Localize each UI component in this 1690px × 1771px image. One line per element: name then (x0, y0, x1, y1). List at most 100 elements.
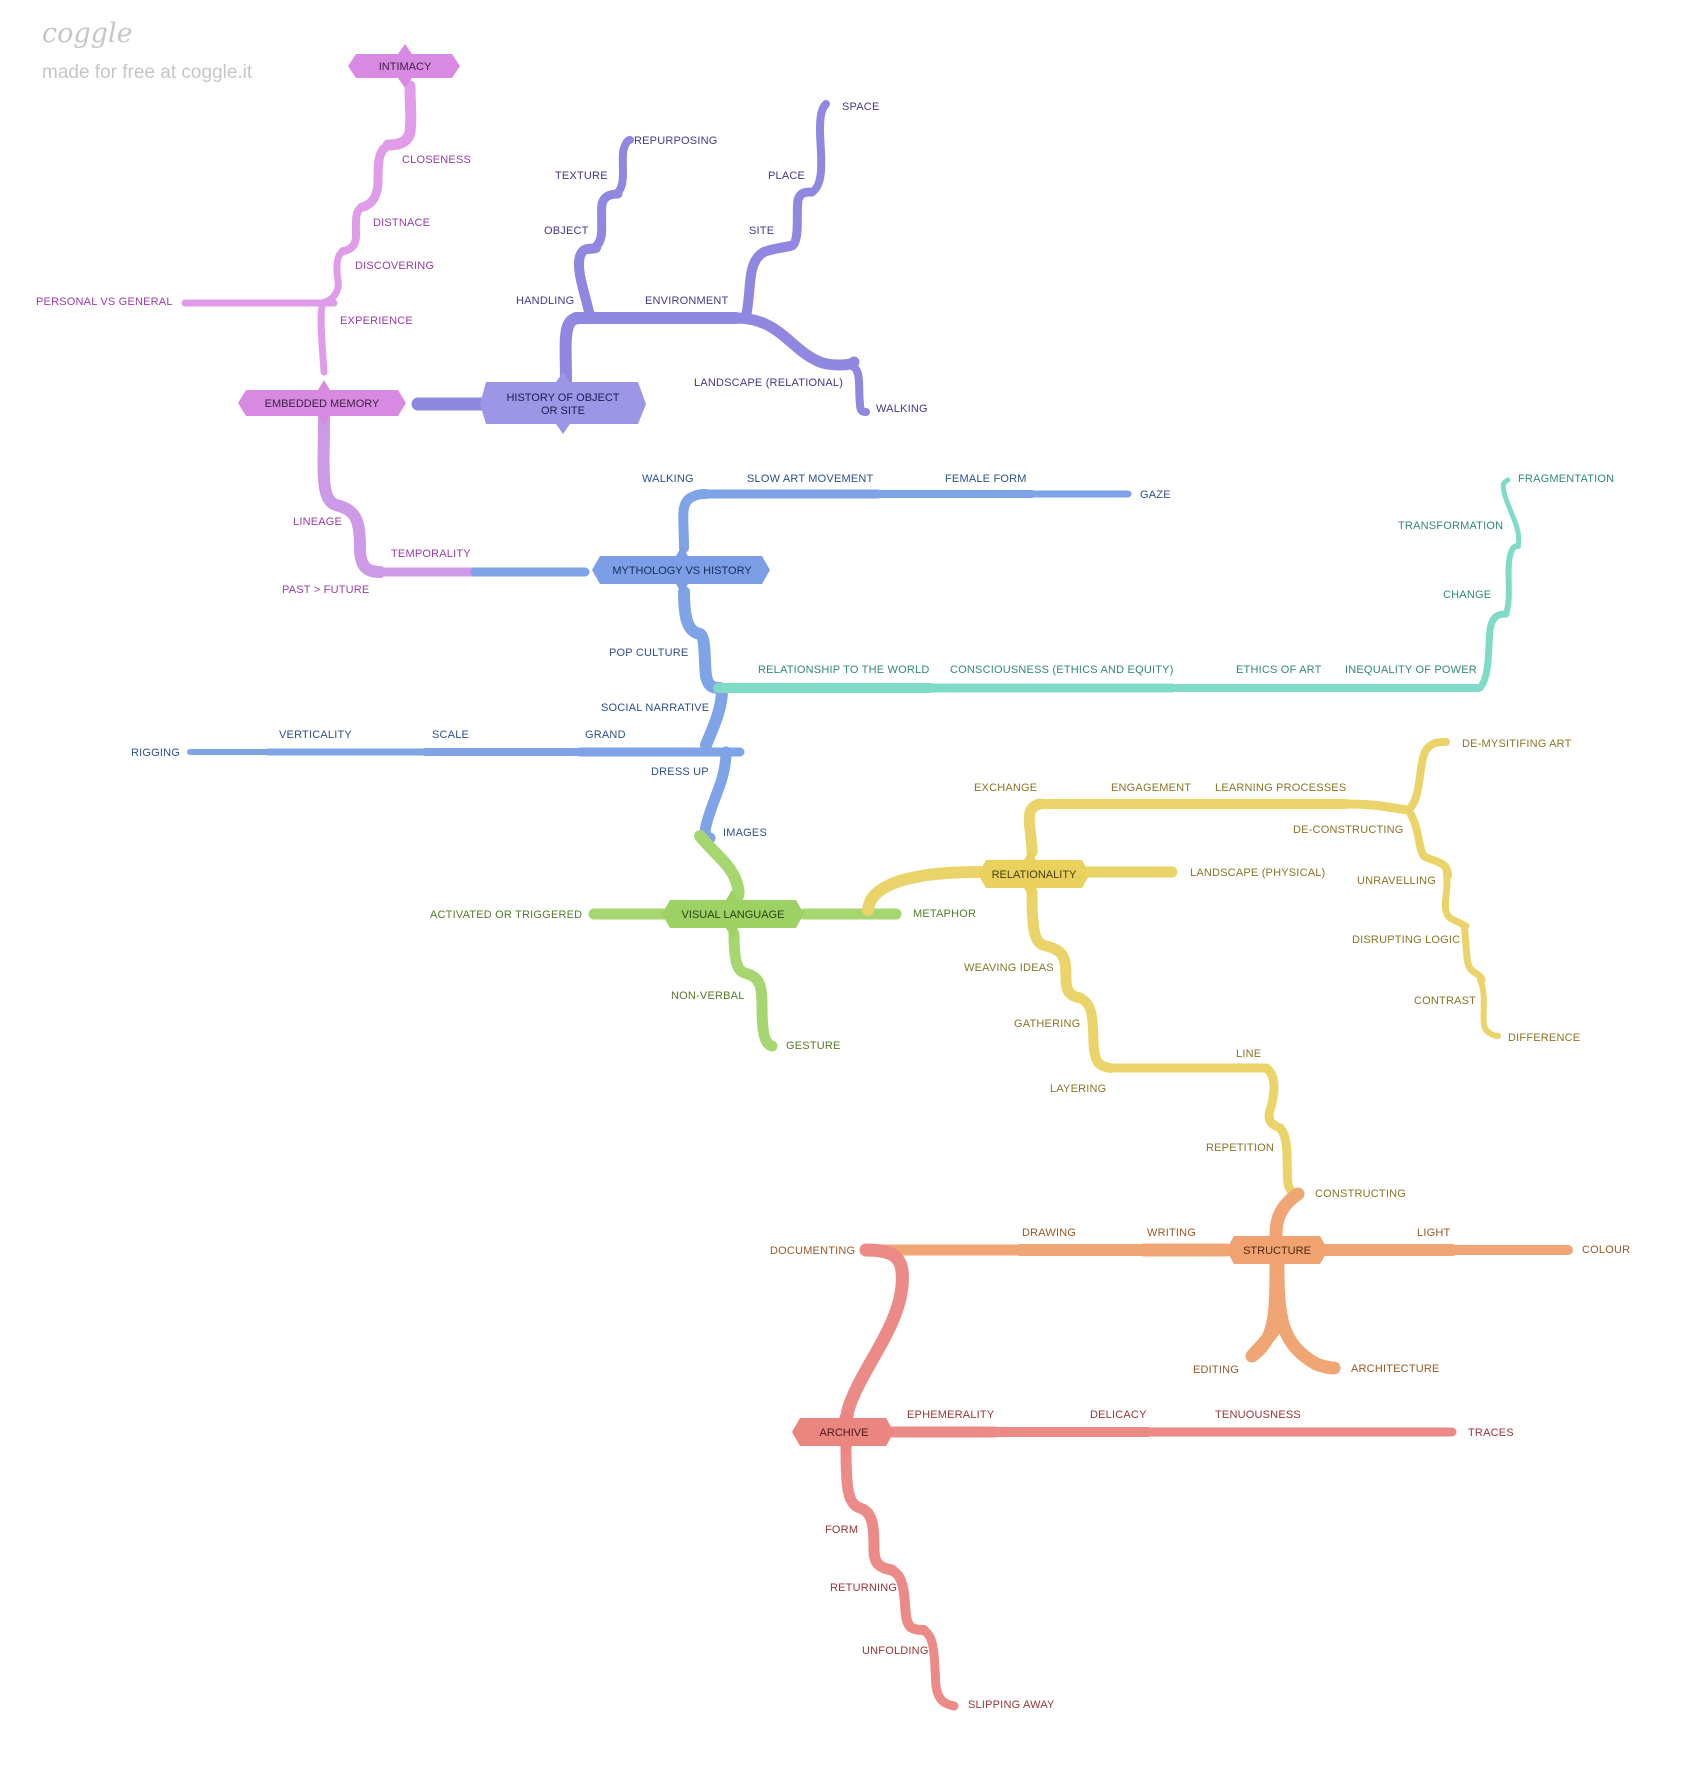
edge-handling-object (574, 243, 601, 321)
label-disrupting[interactable]: DISRUPTING LOGIC (1352, 934, 1460, 946)
label-transformation[interactable]: TRANSFORMATION (1398, 520, 1503, 532)
edge-walking-1 (848, 362, 870, 416)
label-space[interactable]: SPACE (842, 101, 879, 113)
label-lineage[interactable]: LINEAGE (293, 516, 342, 528)
node-embedded-memory[interactable]: EMBEDDED MEMORY (238, 380, 406, 426)
label-editing[interactable]: EDITING (1193, 1364, 1239, 1376)
label-learning[interactable]: LEARNING PROCESSES (1215, 782, 1346, 794)
node-visual-language[interactable]: VISUAL LANGUAGE (662, 890, 804, 938)
label-repurposing[interactable]: REPURPOSING (634, 135, 718, 147)
label-grand[interactable]: GRAND (585, 729, 626, 741)
label-social-narrative[interactable]: SOCIAL NARRATIVE (601, 702, 709, 714)
label-object[interactable]: OBJECT (544, 225, 589, 237)
node-archive[interactable]: ARCHIVE (792, 1408, 894, 1456)
node-intimacy[interactable]: INTIMACY (348, 44, 460, 88)
label-environment[interactable]: ENVIRONMENT (645, 295, 729, 307)
label-distnace[interactable]: DISTNACE (373, 217, 430, 229)
label-discovering[interactable]: DISCOVERING (355, 260, 434, 272)
label-landscape-physical[interactable]: LANDSCAPE (PHYSICAL) (1190, 867, 1325, 879)
node-visual-language-label: VISUAL LANGUAGE (682, 909, 785, 921)
node-relationality[interactable]: RELATIONALITY (978, 850, 1090, 898)
label-documenting[interactable]: DOCUMENTING (770, 1245, 855, 1257)
label-dress-up[interactable]: DRESS UP (651, 766, 709, 778)
label-site[interactable]: SITE (749, 225, 774, 237)
label-texture[interactable]: TEXTURE (555, 170, 608, 182)
edge-learning-deconstructing (1341, 799, 1413, 815)
label-colour[interactable]: COLOUR (1582, 1244, 1630, 1256)
label-inequality[interactable]: INEQUALITY OF POWER (1345, 664, 1477, 676)
edge-documenting-archive (839, 1243, 909, 1429)
label-walking-2[interactable]: WALKING (642, 473, 694, 485)
label-experience[interactable]: EXPERIENCE (340, 315, 413, 327)
label-writing[interactable]: WRITING (1147, 1227, 1196, 1239)
label-landscape-relational[interactable]: LANDSCAPE (RELATIONAL) (694, 377, 843, 389)
label-slipping-away[interactable]: SLIPPING AWAY (968, 1699, 1055, 1711)
label-unravelling[interactable]: UNRAVELLING (1357, 875, 1436, 887)
label-traces[interactable]: TRACES (1468, 1427, 1514, 1439)
label-rigging[interactable]: RIGGING (131, 747, 180, 759)
label-tenuousness[interactable]: TENUOUSNESS (1215, 1409, 1301, 1421)
label-place[interactable]: PLACE (768, 170, 805, 182)
label-repetition[interactable]: REPETITION (1206, 1142, 1274, 1154)
label-weaving[interactable]: WEAVING IDEAS (964, 962, 1054, 974)
edge-archive-form (840, 1442, 898, 1576)
node-mythology-label: MYTHOLOGY VS HISTORY (612, 565, 752, 577)
label-exchange[interactable]: EXCHANGE (974, 782, 1037, 794)
node-history[interactable]: HISTORY OF OBJECT OR SITE (480, 372, 646, 434)
edge-constructing-structure (1269, 1187, 1305, 1241)
label-pop-culture[interactable]: POP CULTURE (609, 647, 688, 659)
label-unfolding[interactable]: UNFOLDING (862, 1645, 929, 1657)
edge-intimacy-closeness (382, 80, 417, 151)
branch-history (411, 100, 870, 416)
edge-transformation-fragmentation (1500, 477, 1522, 549)
label-returning[interactable]: RETURNING (830, 1582, 897, 1594)
label-demystifing[interactable]: DE-MYSITIFING ART (1462, 738, 1572, 750)
label-form[interactable]: FORM (825, 1524, 858, 1536)
label-activated[interactable]: ACTIVATED OR TRIGGERED (430, 909, 582, 921)
label-layering[interactable]: LAYERING (1050, 1083, 1106, 1095)
label-walking-1[interactable]: WALKING (876, 403, 928, 415)
label-ethics-art[interactable]: ETHICS OF ART (1236, 664, 1322, 676)
branch-visual-language (588, 830, 902, 1052)
edge-structure-architecture (1271, 1259, 1341, 1375)
label-gathering[interactable]: GATHERING (1014, 1018, 1080, 1030)
label-architecture[interactable]: ARCHITECTURE (1351, 1363, 1440, 1375)
label-temporality[interactable]: TEMPORALITY (391, 548, 471, 560)
label-rel-world[interactable]: RELATIONSHIP TO THE WORLD (758, 664, 929, 676)
edge-closeness-distnace (357, 140, 399, 212)
label-drawing[interactable]: DRAWING (1022, 1227, 1076, 1239)
label-difference[interactable]: DIFFERENCE (1508, 1032, 1580, 1044)
label-scale[interactable]: SCALE (432, 729, 469, 741)
label-female-form[interactable]: FEMALE FORM (945, 473, 1027, 485)
branch-relationality (862, 738, 1501, 1199)
label-verticality[interactable]: VERTICALITY (279, 729, 352, 741)
edge-memory-lineage (317, 412, 386, 578)
label-non-verbal[interactable]: NON-VERBAL (671, 990, 745, 1002)
edge-popculture-social (700, 684, 728, 751)
edge-environment-site (741, 241, 795, 321)
label-contrast[interactable]: CONTRAST (1414, 995, 1476, 1007)
label-slow-art[interactable]: SLOW ART MOVEMENT (747, 473, 874, 485)
label-line[interactable]: LINE (1236, 1048, 1261, 1060)
label-images[interactable]: IMAGES (723, 827, 767, 839)
edge-decon-unravelling (1404, 806, 1452, 880)
label-delicacy[interactable]: DELICACY (1090, 1409, 1147, 1421)
label-change[interactable]: CHANGE (1443, 589, 1491, 601)
label-constructing[interactable]: CONSTRUCTING (1315, 1188, 1406, 1200)
label-metaphor[interactable]: METAPHOR (913, 908, 976, 920)
label-consciousness[interactable]: CONSCIOUSNESS (ETHICS AND EQUITY) (950, 664, 1174, 676)
label-gaze[interactable]: GAZE (1140, 489, 1171, 501)
node-structure[interactable]: STRUCTURE (1226, 1226, 1328, 1274)
label-ephemerality[interactable]: EPHEMERALITY (907, 1409, 995, 1421)
label-handling[interactable]: HANDLING (516, 295, 574, 307)
label-fragmentation[interactable]: FRAGMENTATION (1518, 473, 1614, 485)
label-personal-general[interactable]: PERSONAL VS GENERAL (36, 296, 173, 308)
label-light[interactable]: LIGHT (1417, 1227, 1450, 1239)
label-past-future[interactable]: PAST > FUTURE (282, 584, 369, 596)
node-relationality-label: RELATIONALITY (992, 869, 1077, 881)
label-deconstructing[interactable]: DE-CONSTRUCTING (1293, 824, 1404, 836)
label-engagement[interactable]: ENGAGEMENT (1111, 782, 1191, 794)
label-closeness[interactable]: CLOSENESS (402, 154, 471, 166)
node-mythology[interactable]: MYTHOLOGY VS HISTORY (592, 546, 770, 594)
label-gesture[interactable]: GESTURE (786, 1040, 841, 1052)
